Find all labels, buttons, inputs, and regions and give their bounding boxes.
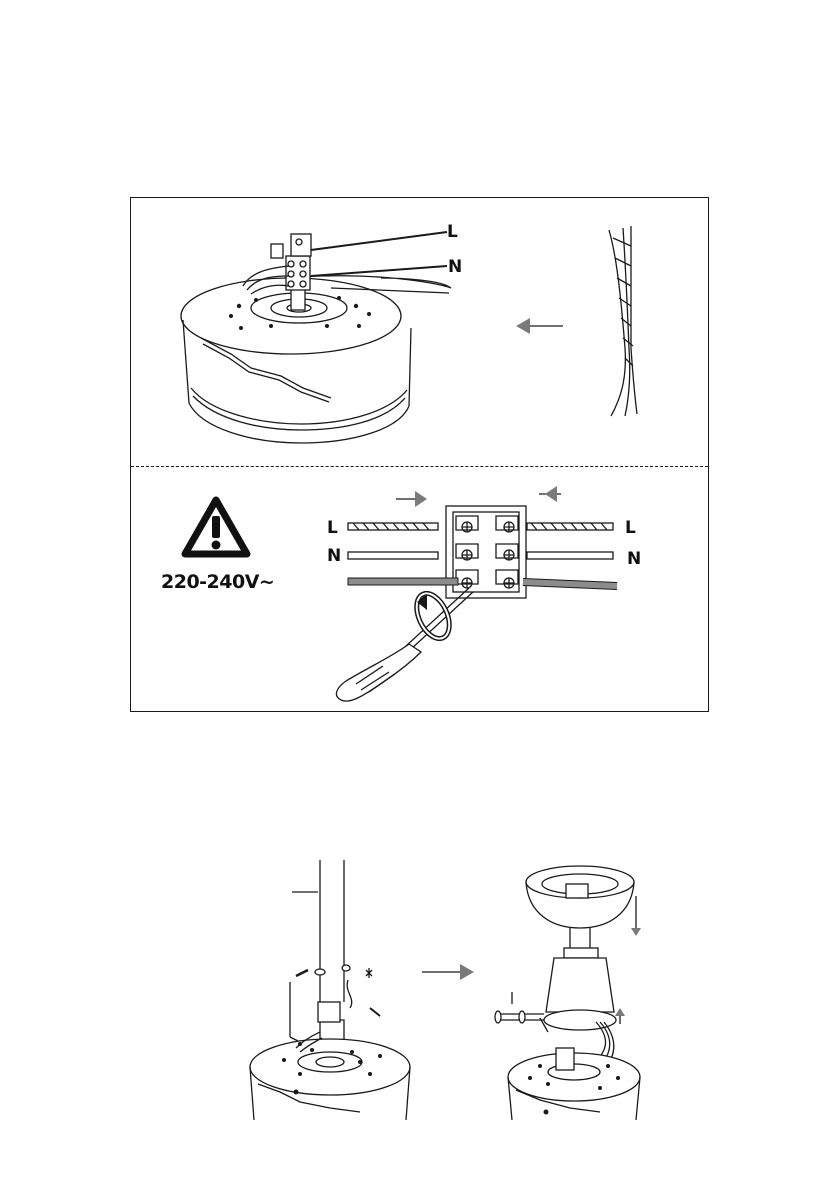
label-neutral-left: N [327, 548, 341, 565]
label-live-right: L [625, 520, 636, 537]
arrow-left-icon [516, 318, 530, 334]
screwdriver-icon [336, 588, 473, 701]
arrow-left-icon-2 [545, 486, 557, 502]
arrow-right-icon [415, 491, 427, 507]
wiring-panel: L N 220-240V~ [130, 197, 709, 712]
downrod-assembly-illustration [0, 852, 840, 1192]
label-neutral-right: N [627, 551, 641, 568]
label-neutral-top: N [448, 259, 462, 276]
terminal-connector-diagram [131, 466, 710, 713]
label-live-left: L [327, 520, 338, 537]
arrow-right-icon-assembly [460, 964, 474, 980]
arrow-up-icon [615, 1008, 625, 1016]
label-live-top: L [447, 224, 458, 241]
arrow-down-icon [631, 928, 641, 936]
motor-housing-illustration [131, 198, 710, 466]
